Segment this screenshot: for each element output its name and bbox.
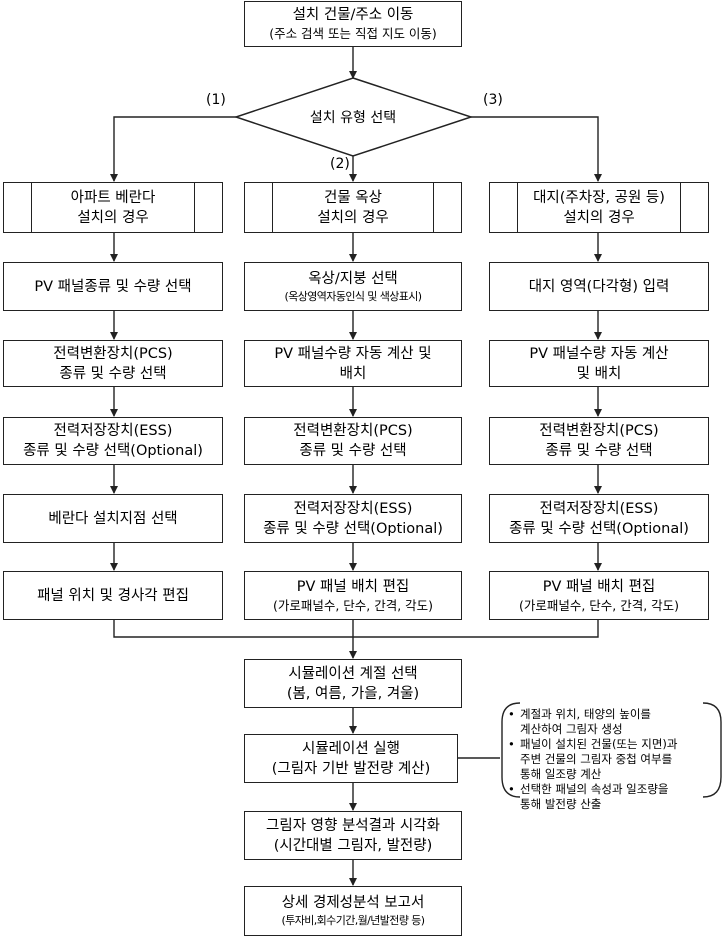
step-box: PV 패널수량 자동 계산 및 배치 xyxy=(244,340,462,387)
step-text: 종류 및 수량 선택 xyxy=(545,443,653,459)
branch-header-line: 설치의 경우 xyxy=(77,209,149,226)
step-text: (투자비,회수기간,월/년발전량 등) xyxy=(281,914,426,927)
branch-number-2: (2) xyxy=(330,156,350,172)
note-line: 계산하여 그림자 생성 xyxy=(520,722,623,736)
step-box: PV 패널 배치 편집 (가로패널수, 단수, 간격, 각도) xyxy=(244,571,462,620)
step-text: 패널 위치 및 경사각 편집 xyxy=(37,587,189,604)
step-text: 그림자 영향 분석결과 시각화 xyxy=(266,817,440,834)
step-box: 전력변환장치(PCS) 종류 및 수량 선택 xyxy=(3,340,223,387)
branch-header-line: 아파트 베란다 xyxy=(70,189,156,206)
note-item: • 계절과 위치, 태양의 높이를 계산하여 그림자 생성 xyxy=(508,707,718,737)
step-box: 베란다 설치지점 선택 xyxy=(3,494,223,543)
step-text: PV 패널수량 자동 계산 및 xyxy=(274,345,432,362)
step-text: (봄, 여름, 가을, 겨울) xyxy=(286,685,420,702)
step-box: 전력저장장치(ESS) 종류 및 수량 선택(Optional) xyxy=(489,494,709,543)
bottom-step-box: 그림자 영향 분석결과 시각화 (시간대별 그림자, 발전량) xyxy=(244,811,462,860)
note-line: 계절과 위치, 태양의 높이를 xyxy=(520,707,652,721)
step-box: 옥상/지붕 선택 (옥상영역자동인식 및 색상표시) xyxy=(244,262,462,311)
step-text: (그림자 기반 발전량 계산) xyxy=(271,760,431,777)
note-line: 통해 발전량 산출 xyxy=(520,797,602,811)
step-text: PV 패널 배치 편집 xyxy=(296,578,410,595)
start-subtitle: (주소 검색 또는 직접 지도 이동) xyxy=(269,26,437,41)
branch-header-line: 건물 옥상 xyxy=(324,189,382,206)
step-text: 종류 및 수량 선택(Optional) xyxy=(509,520,689,537)
note-line: 주변 건물의 그림자 중첩 여부를 xyxy=(520,752,673,766)
decision-diamond xyxy=(233,77,474,157)
branch-number-1: (1) xyxy=(206,92,226,108)
start-title: 설치 건물/주소 이동 xyxy=(292,7,414,23)
step-text: 및 배치 xyxy=(576,365,622,382)
branch-header-rooftop: 건물 옥상 설치의 경우 xyxy=(244,182,462,233)
step-text: 시뮬레이션 실행 xyxy=(302,740,400,757)
step-text: 종류 및 수량 선택 xyxy=(59,365,167,382)
bottom-step-box: 시뮬레이션 실행 (그림자 기반 발전량 계산) xyxy=(244,734,458,783)
note-item: • 선택한 패널의 속성과 일조량을 통해 발전량 산출 xyxy=(508,782,718,812)
step-text: (가로패널수, 단수, 간격, 각도) xyxy=(272,597,434,613)
note-line: 패널이 설치된 건물(또는 지면)과 xyxy=(520,737,678,751)
step-box: 전력변환장치(PCS) 종류 및 수량 선택 xyxy=(489,417,709,465)
branch-header-apartment: 아파트 베란다 설치의 경우 xyxy=(3,182,223,233)
bottom-step-box: 상세 경제성분석 보고서 (투자비,회수기간,월/년발전량 등) xyxy=(244,886,462,936)
step-box: PV 패널수량 자동 계산 및 배치 xyxy=(489,340,709,387)
step-text: (시간대별 그림자, 발전량) xyxy=(273,837,433,854)
step-text: (가로패널수, 단수, 간격, 각도) xyxy=(518,597,680,613)
step-text: 전력변환장치(PCS) xyxy=(539,423,659,439)
step-text: 전력변환장치(PCS) xyxy=(53,345,173,362)
step-text: 종류 및 수량 선택(Optional) xyxy=(263,520,443,537)
step-box: 전력저장장치(ESS) 종류 및 수량 선택(Optional) xyxy=(3,417,223,465)
branch-number-3: (3) xyxy=(483,92,503,108)
step-text: (옥상영역자동인식 및 색상표시) xyxy=(284,289,423,303)
step-text: 베란다 설치지점 선택 xyxy=(48,510,178,527)
step-text: 배치 xyxy=(339,365,367,382)
branch-header-line: 대지(주차장, 공원 등) xyxy=(533,189,665,206)
decision-label: 설치 유형 선택 xyxy=(309,110,397,126)
step-text: 시뮬레이션 계절 선택 xyxy=(288,665,418,682)
step-text: 전력저장장치(ESS) xyxy=(293,500,413,517)
bullet: • xyxy=(508,737,515,751)
step-text: 전력저장장치(ESS) xyxy=(53,423,173,439)
branch-header-land: 대지(주차장, 공원 등) 설치의 경우 xyxy=(489,182,709,233)
bottom-step-box: 시뮬레이션 계절 선택 (봄, 여름, 가을, 겨울) xyxy=(244,659,462,708)
step-text: 전력변환장치(PCS) xyxy=(293,423,413,439)
step-box: 대지 영역(다각형) 입력 xyxy=(489,262,709,311)
step-text: 상세 경제성분석 보고서 xyxy=(281,895,425,911)
step-text: 대지 영역(다각형) 입력 xyxy=(528,278,670,295)
start-box: 설치 건물/주소 이동 (주소 검색 또는 직접 지도 이동) xyxy=(244,1,462,47)
step-box: PV 패널 배치 편집 (가로패널수, 단수, 간격, 각도) xyxy=(489,571,709,620)
step-text: 종류 및 수량 선택(Optional) xyxy=(23,443,203,459)
step-box: 패널 위치 및 경사각 편집 xyxy=(3,571,223,620)
simulation-note: • 계절과 위치, 태양의 높이를 계산하여 그림자 생성 • 패널이 설치된 … xyxy=(508,707,718,812)
step-text: PV 패널 배치 편집 xyxy=(542,578,656,595)
note-item: • 패널이 설치된 건물(또는 지면)과 주변 건물의 그림자 중첩 여부를 통… xyxy=(508,737,718,782)
note-line: 통해 일조량 계산 xyxy=(520,767,602,781)
step-text: PV 패널종류 및 수량 선택 xyxy=(34,278,192,295)
bullet: • xyxy=(508,707,515,721)
branch-header-line: 설치의 경우 xyxy=(317,209,389,226)
note-line: 선택한 패널의 속성과 일조량을 xyxy=(520,782,669,796)
step-box: 전력변환장치(PCS) 종류 및 수량 선택 xyxy=(244,417,462,465)
step-box: PV 패널종류 및 수량 선택 xyxy=(3,262,223,311)
step-text: 옥상/지붕 선택 xyxy=(308,270,398,287)
step-text: PV 패널수량 자동 계산 xyxy=(529,345,669,362)
step-text: 전력저장장치(ESS) xyxy=(539,500,659,517)
branch-header-line: 설치의 경우 xyxy=(563,209,635,226)
step-text: 종류 및 수량 선택 xyxy=(299,443,407,459)
bullet: • xyxy=(508,782,515,796)
step-box: 전력저장장치(ESS) 종류 및 수량 선택(Optional) xyxy=(244,494,462,543)
